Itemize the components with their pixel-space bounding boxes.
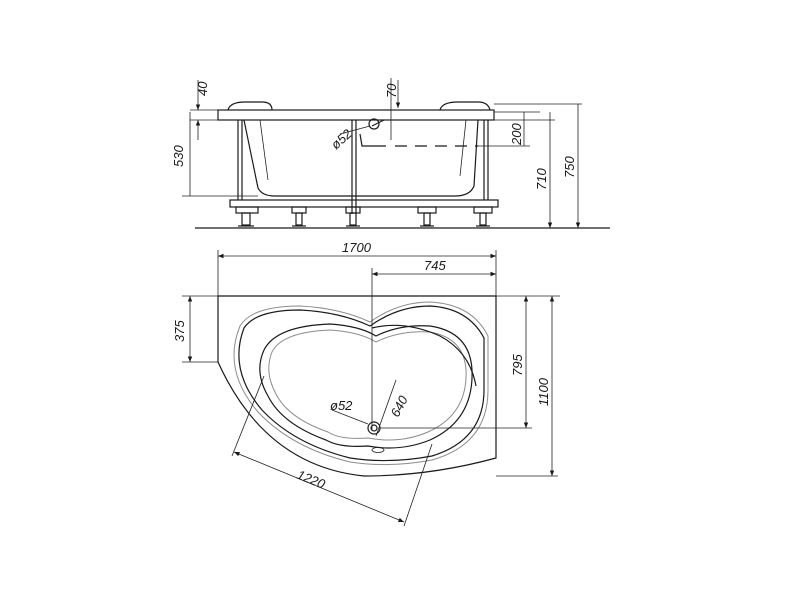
dim-label-750: 750 [562, 156, 577, 178]
overflow-fitting [368, 118, 380, 130]
dim-total-length: 1700 [217, 240, 497, 296]
dim-label-795: 795 [510, 354, 525, 376]
drain-fitting [367, 421, 381, 435]
dim-drain-depth: 795 [380, 295, 560, 429]
dim-label-710: 710 [534, 168, 549, 190]
tub-rim [217, 109, 495, 121]
dim-label-1220: 1220 [295, 467, 328, 492]
side-view: 40 530 70 ø52 200 71 [171, 78, 610, 229]
dim-total-height: 750 [494, 103, 582, 228]
dim-overflow-diameter: ø52 [328, 126, 371, 153]
dim-label-530: 530 [171, 145, 186, 167]
dim-drain-offset: 745 [371, 258, 496, 430]
headrest-contour [371, 324, 477, 387]
dim-total-width: 1100 [496, 296, 558, 477]
headrest-right [439, 101, 491, 111]
dim-rim-thickness: 40 [190, 80, 218, 140]
dim-label-70: 70 [384, 83, 399, 98]
headrest-left [227, 101, 273, 111]
dim-overflow-offset: 70 [384, 78, 401, 140]
basin-contour [259, 323, 473, 449]
dim-rim-height: 710 [494, 112, 555, 228]
dim-label-drain-d52: ø52 [330, 398, 353, 413]
dim-label-745: 745 [424, 258, 446, 273]
dim-label-640: 640 [387, 393, 411, 420]
dim-label-200: 200 [509, 123, 524, 146]
base-frame [229, 199, 499, 208]
dim-overflow-depth: 200 [478, 111, 540, 147]
dim-label-overflow-d52: ø52 [328, 126, 355, 153]
dim-corner-cut: 375 [172, 295, 218, 363]
support-feet [238, 212, 490, 227]
rim-contour [233, 301, 489, 466]
top-view: 1700 745 375 795 1100 [172, 240, 560, 527]
dim-label-40: 40 [195, 81, 210, 96]
dim-drain-diameter: ø52 [330, 398, 369, 425]
dim-label-1100: 1100 [536, 377, 551, 406]
tub-body [243, 119, 479, 197]
dim-label-1700: 1700 [342, 240, 372, 255]
dim-tub-depth: 530 [171, 112, 258, 197]
dim-label-375: 375 [172, 320, 187, 342]
